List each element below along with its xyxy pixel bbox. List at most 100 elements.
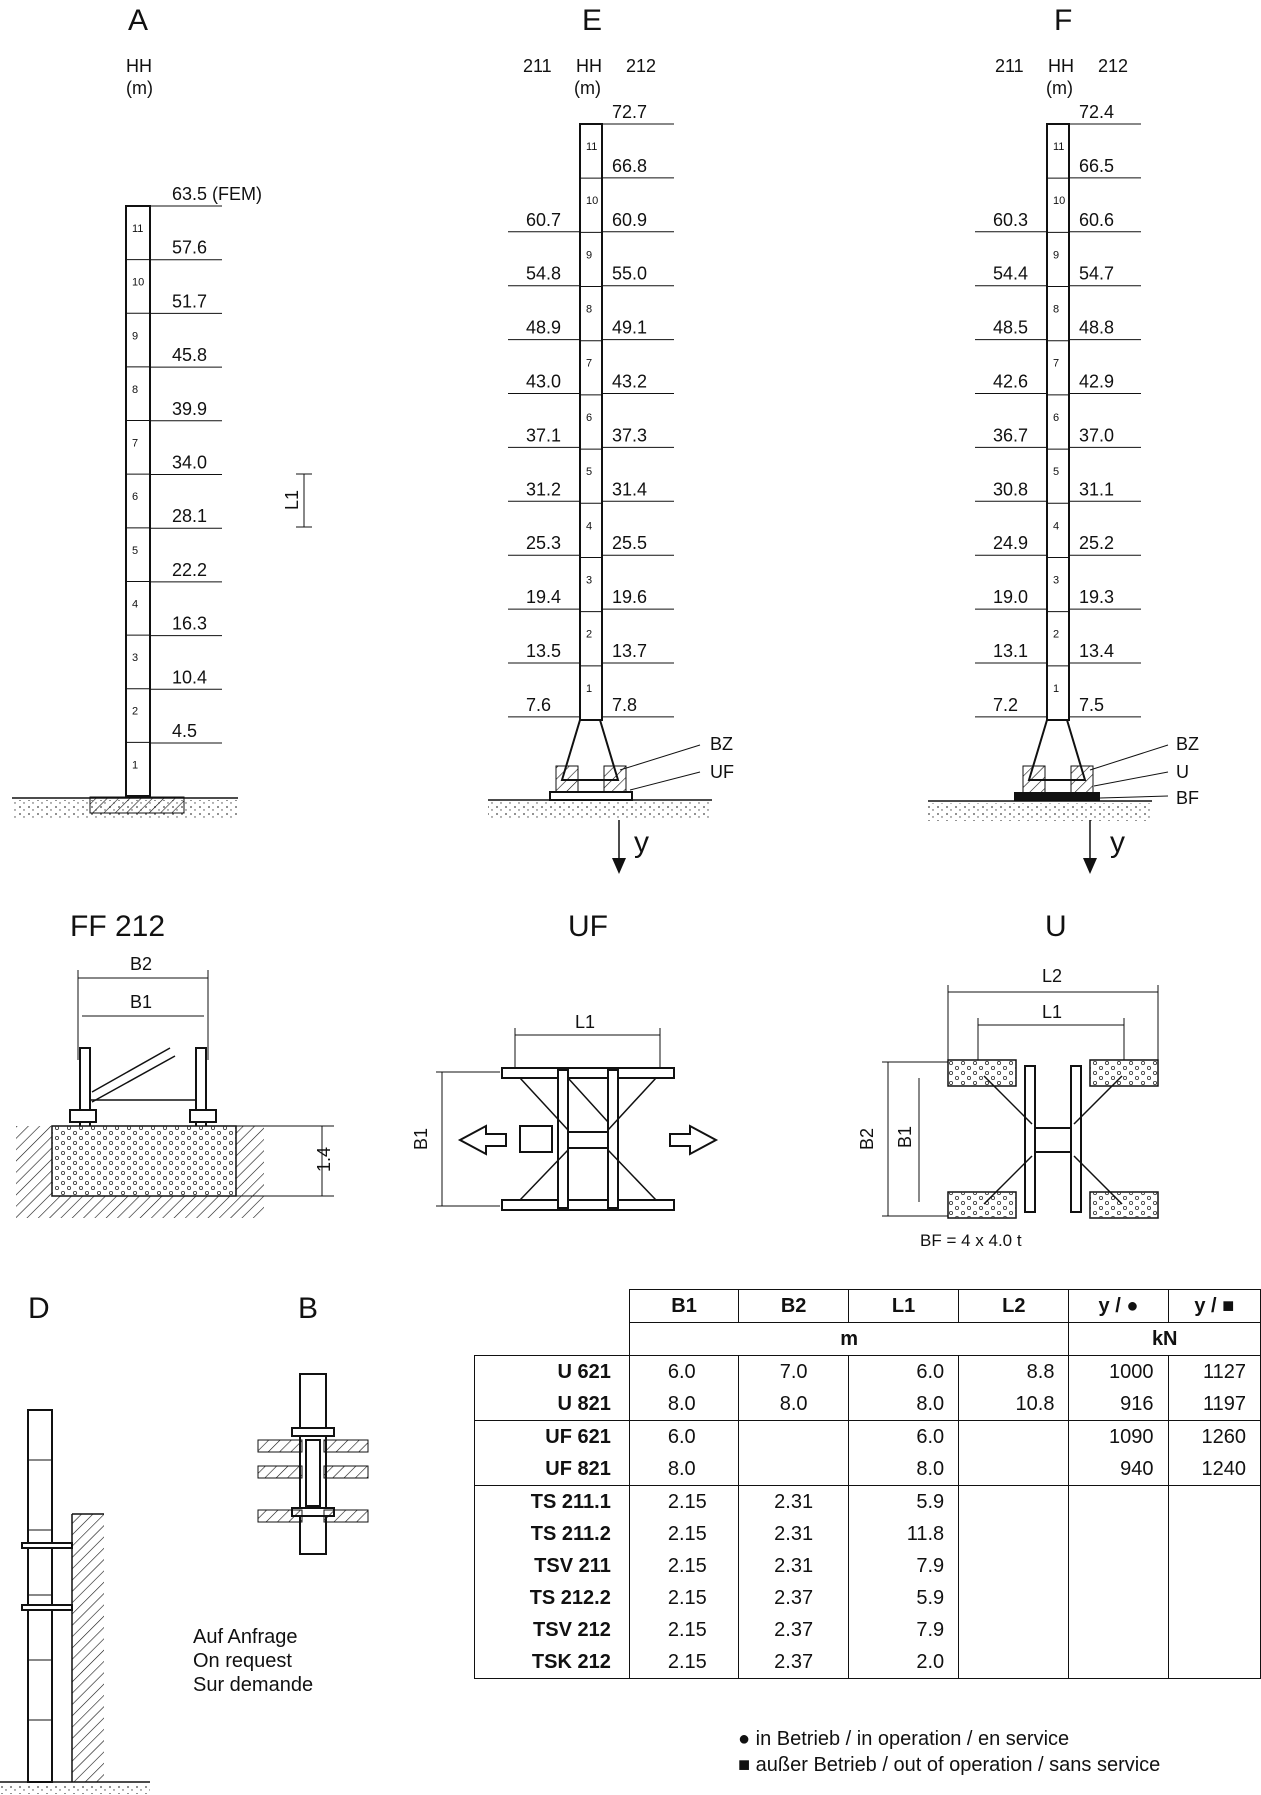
view-e-height-211: 60.7 [526,210,561,230]
view-e-height-212: 60.9 [612,210,647,230]
view-a-height-value: 51.7 [172,291,207,311]
view-b-slab-ml [257,1465,303,1479]
view-F-segment-number: 5 [1053,466,1059,478]
table-cell-b2: 2.37 [738,1646,849,1679]
view-f-col-211: 211 [995,56,1024,76]
table-cell-y-out [1167,1582,1261,1614]
table-cell-y-out [1167,1646,1261,1679]
view-f-ballast-right [1070,765,1094,795]
view-e-force-arrowhead [612,858,626,874]
table-cell-y-in [1068,1518,1169,1550]
table-corner [475,1290,630,1323]
view-F-segment-number: 6 [1053,412,1059,424]
view-b-slab-tr [323,1439,369,1453]
uf-l1-label: L1 [575,1012,595,1032]
view-e-undercarriage [549,791,633,801]
u-ballast-bl-fill [948,1192,1016,1218]
u-center-frame [1034,1127,1072,1153]
table-cell-l2: 10.8 [958,1388,1069,1421]
view-e-height-211: 37.1 [526,425,561,445]
ff212-b1-label: B1 [130,992,152,1012]
view-f-u-leader [1093,771,1169,787]
view-e-height-212: 19.6 [612,587,647,607]
view-uf-title: UF [568,910,608,943]
view-e-height-212: 37.3 [612,425,647,445]
table-cell-b2 [738,1453,849,1486]
table-cell-y-in [1068,1485,1169,1518]
view-F-segment-number: 3 [1053,574,1059,586]
table-header-row: B1 B2 L1 L2 y / ● y / ■ [475,1289,1261,1323]
view-f-ballast-foundation [1014,792,1100,801]
view-f-bf-leader [1099,795,1169,799]
table-cell-l1: 5.9 [847,1485,959,1518]
view-F-segment-number: 7 [1053,358,1059,370]
table-cell-b1: 2.15 [628,1614,739,1646]
view-f-hh-label: HH [1048,56,1074,76]
legend-in-operation: ● in Betrieb / in operation / en service [738,1728,1070,1750]
table-cell-b2: 2.37 [738,1582,849,1614]
table-cell-y-out [1167,1614,1261,1646]
view-uf: UF L1 B1 [411,910,719,1211]
table-cell-l1: 8.0 [847,1388,959,1421]
view-e-col-211: 211 [523,56,552,76]
view-d-title: D [28,1292,50,1325]
view-e-height-211: 43.0 [526,372,561,392]
view-e-height-levels: 72.766.860.955.049.143.237.331.425.519.6… [508,102,674,718]
view-f-bz-leader [1089,744,1169,771]
view-E-segment-number: 6 [586,412,592,424]
uf-travel-bogie [519,1125,553,1153]
view-f-callout-bf: BF [1176,788,1199,808]
table-cell-y-out: 1127 [1167,1355,1261,1388]
view-F-segment-number: 2 [1053,629,1059,641]
u-brace-bl [983,1155,1033,1205]
view-F-segment-number: 8 [1053,304,1059,316]
view-f-height-212: 31.1 [1079,479,1114,499]
table-cell-y-in: 1000 [1068,1355,1169,1388]
view-d-soil [0,1784,150,1794]
view-e-height-212: 7.8 [612,695,637,715]
view-e-height-211: 31.2 [526,479,561,499]
view-f-force-label: y [1110,826,1125,859]
table-row-name: UF 821 [474,1453,630,1486]
view-A-segment-number: 5 [132,545,138,557]
view-f-ballast-left [1022,765,1046,795]
view-a-height-value: 10.4 [172,667,207,687]
view-f-height-212: 37.0 [1079,425,1114,445]
view-e-height-212: 49.1 [612,318,647,338]
table-cell-l1: 11.8 [847,1518,959,1550]
view-f-height-211: 30.8 [993,479,1028,499]
table-cell-y-in: 916 [1068,1388,1169,1421]
view-a-height-value: 16.3 [172,614,207,634]
view-e-height-211: 54.8 [526,264,561,284]
view-A-segment-number: 1 [132,759,138,771]
view-E-segment-number: 11 [586,141,597,153]
table-cell-y-in [1068,1550,1169,1582]
table-header-b1: B1 [628,1289,740,1323]
table-cell-l2 [958,1453,1069,1486]
view-E-segment-number: 2 [586,629,592,641]
table-cell-l1: 2.0 [847,1646,959,1679]
view-f-height-212: 19.3 [1079,587,1114,607]
view-b-insert [305,1439,321,1507]
view-d-mast [27,1409,53,1783]
view-A-segment-number: 2 [132,706,138,718]
view-e-height-212: 72.7 [612,102,647,122]
view-e-height-211: 19.4 [526,587,561,607]
view-a-height-value: 28.1 [172,506,207,526]
table-cell-l1: 6.0 [847,1420,959,1453]
view-A-segment-number: 7 [132,438,138,450]
u-post-right [1070,1065,1082,1213]
view-a-foundation-block [89,796,185,814]
view-E-segment-number: 1 [586,683,592,695]
view-b-collar-top [291,1427,335,1437]
view-a-height-levels: 63.5 (FEM)57.651.745.839.934.028.122.216… [150,184,262,744]
view-A-segment-number: 9 [132,330,138,342]
view-a-height-value: 39.9 [172,399,207,419]
